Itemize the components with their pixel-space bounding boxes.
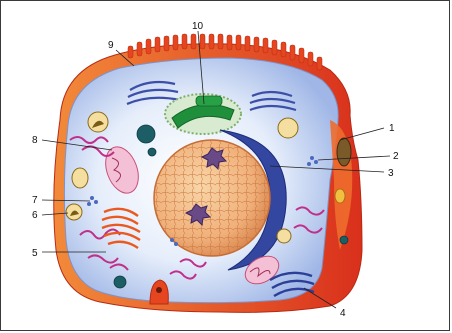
label-1: 1: [389, 123, 395, 134]
label-3: 3: [388, 168, 394, 179]
golgi-apparatus: [165, 94, 241, 134]
label-8: 8: [32, 135, 38, 146]
label-6: 6: [32, 210, 38, 221]
label-2: 2: [393, 151, 399, 162]
label-10: 10: [192, 21, 204, 32]
label-9: 9: [108, 40, 114, 51]
secretory-granule: [337, 138, 351, 166]
label-4: 4: [340, 308, 346, 319]
label-5: 5: [32, 248, 38, 259]
label-7: 7: [32, 195, 38, 206]
